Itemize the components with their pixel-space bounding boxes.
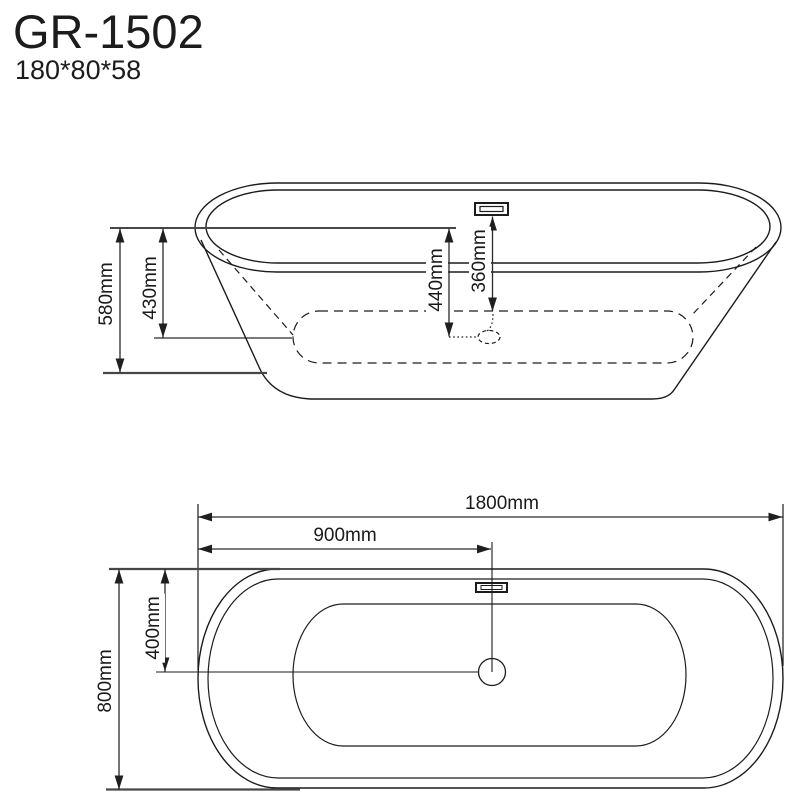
- overflow-fitting-icon: [474, 202, 509, 216]
- tub-outer-wall: [200, 239, 777, 400]
- plan-basin-outline: [292, 603, 687, 747]
- dim-label-overall-length: 1800mm: [462, 493, 542, 515]
- dim-label-overflow-height: 360mm: [469, 226, 491, 296]
- model-number-title: GR-1502: [13, 5, 204, 58]
- size-spec-subtitle: 180*80*58: [15, 55, 142, 85]
- hidden-inner-wall-right: [690, 246, 757, 317]
- dim-label-overall-height: 580mm: [96, 259, 118, 329]
- dim-label-edge-to-centerline: 400mm: [143, 593, 165, 663]
- plan-outer-outline: [197, 568, 784, 789]
- dim-label-drain-offset: 900mm: [310, 525, 380, 547]
- drain-hidden-icon: [477, 329, 501, 345]
- side-elevation-view: [103, 182, 782, 400]
- dim-label-inner-depth: 430mm: [140, 253, 162, 323]
- dim-label-overall-width: 800mm: [95, 646, 117, 716]
- dim-label-rim-to-basin: 440mm: [426, 245, 448, 315]
- plan-top-view: [106, 504, 784, 791]
- hidden-inner-wall-left: [218, 249, 294, 336]
- overflow-drain-dotted-connector: [486, 313, 494, 332]
- overflow-fitting-inner: [479, 205, 504, 213]
- plan-rim-outline: [207, 578, 774, 779]
